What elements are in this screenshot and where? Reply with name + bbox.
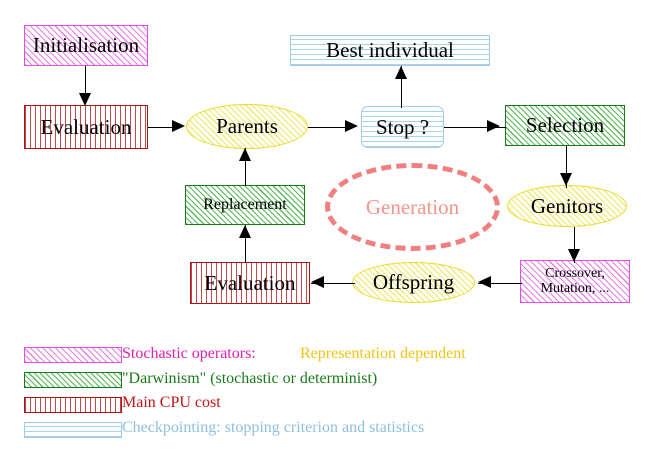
node-offspring-label: Offspring bbox=[372, 270, 455, 295]
node-stop-label: Stop ? bbox=[375, 114, 430, 139]
arrowhead-parents-to-stop bbox=[345, 120, 358, 132]
edge-parents-to-stop bbox=[308, 126, 352, 128]
node-evaluation-bottom-label: Evaluation bbox=[204, 270, 296, 295]
legend-swatch-checkpointing bbox=[24, 422, 122, 438]
node-parents: Parents bbox=[186, 104, 308, 149]
node-crossover-mutation-label: Crossover, Mutation, ... bbox=[540, 265, 610, 296]
edge-selection-to-genitors bbox=[566, 146, 568, 188]
legend-label-main-cpu-cost: Main CPU cost bbox=[122, 394, 221, 411]
legend-swatch-main-cpu-cost bbox=[24, 397, 122, 413]
node-generation-label: Generation bbox=[365, 194, 460, 219]
node-best-individual: Best individual bbox=[290, 35, 490, 66]
arrowhead-stop-to-selection bbox=[487, 120, 500, 132]
node-evaluation-top: Evaluation bbox=[24, 105, 148, 149]
node-parents-label: Parents bbox=[216, 114, 278, 139]
edge-replacement-to-parents bbox=[245, 148, 247, 186]
node-replacement: Replacement bbox=[185, 185, 305, 225]
arrowhead-initialisation-to-evaluation bbox=[78, 93, 91, 106]
arrowhead-genitors-to-crossover bbox=[567, 249, 580, 262]
edge-evaluation-to-replacement bbox=[245, 225, 247, 263]
legend-swatch-darwinism bbox=[24, 372, 122, 388]
node-evaluation-bottom: Evaluation bbox=[190, 262, 310, 304]
node-replacement-label: Replacement bbox=[203, 195, 287, 213]
legend-swatch-stochastic-operators bbox=[24, 347, 122, 363]
legend-label-stochastic-operators: Stochastic operators: bbox=[122, 345, 256, 362]
arrowhead-evaluation-to-parents bbox=[172, 120, 185, 132]
edge-evaluation-to-parents bbox=[148, 126, 178, 128]
node-crossover-mutation: Crossover, Mutation, ... bbox=[520, 260, 630, 303]
arrowhead-selection-to-genitors bbox=[559, 173, 572, 186]
legend-label-darwinism: "Darwinism" (stochastic or determinist) bbox=[122, 370, 378, 387]
node-best-individual-label: Best individual bbox=[326, 38, 454, 63]
node-initialisation: Initialisation bbox=[24, 25, 148, 66]
node-generation: Generation bbox=[325, 163, 500, 251]
edge-stop-to-best-individual bbox=[401, 66, 403, 108]
node-selection-label: Selection bbox=[525, 113, 605, 138]
node-genitors: Genitors bbox=[507, 185, 627, 227]
edge-offspring-to-evaluation bbox=[311, 282, 355, 284]
legend-label-checkpointing: Checkpointing: stopping criterion and st… bbox=[122, 419, 425, 436]
edge-stop-to-selection bbox=[444, 126, 506, 128]
node-genitors-label: Genitors bbox=[530, 193, 604, 218]
node-initialisation-label: Initialisation bbox=[32, 33, 140, 58]
arrowhead-replacement-to-parents bbox=[238, 148, 251, 161]
node-evaluation-top-label: Evaluation bbox=[40, 114, 132, 139]
edge-genitors-to-crossover bbox=[574, 227, 576, 263]
edge-crossover-to-offspring bbox=[478, 282, 522, 284]
node-selection: Selection bbox=[505, 105, 625, 146]
node-offspring: Offspring bbox=[352, 262, 475, 303]
node-stop: Stop ? bbox=[361, 106, 444, 148]
arrowhead-crossover-to-offspring bbox=[478, 276, 491, 288]
legend-label-representation-dependent: Representation dependent bbox=[300, 345, 466, 362]
arrowhead-stop-to-best-individual bbox=[394, 66, 407, 79]
edge-initialisation-to-evaluation bbox=[85, 66, 87, 96]
arrowhead-evaluation-to-replacement bbox=[238, 225, 251, 238]
arrowhead-offspring-to-evaluation bbox=[311, 276, 324, 288]
